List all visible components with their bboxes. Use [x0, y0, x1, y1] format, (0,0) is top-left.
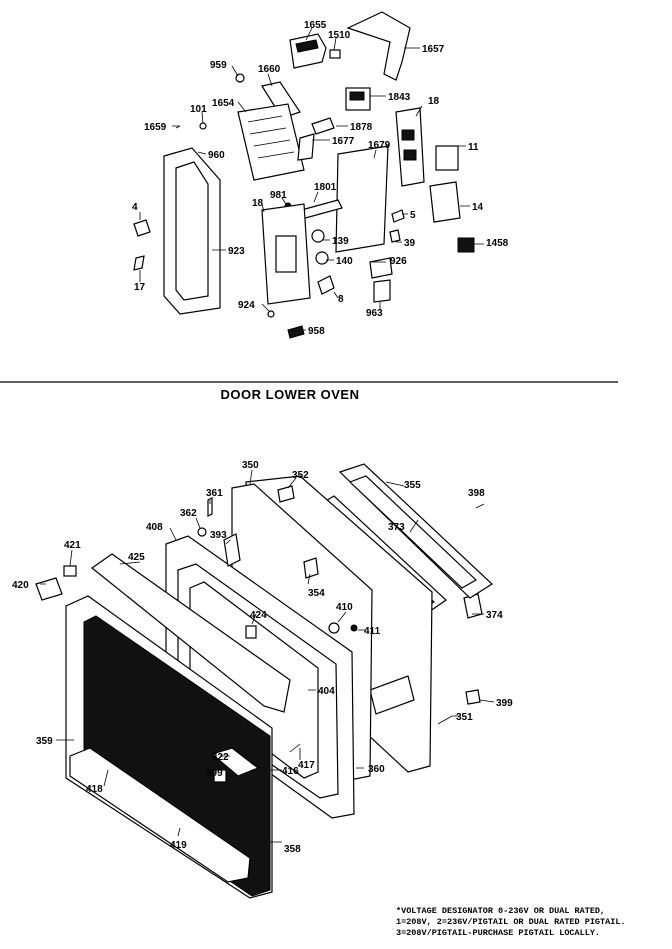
callout-352: 352	[292, 470, 309, 481]
callout-17: 17	[134, 282, 146, 293]
callout-4: 4	[132, 202, 138, 213]
callout-101: 101	[190, 104, 207, 115]
callout-360: 360	[368, 764, 385, 775]
footnote-line-1: *VOLTAGE DESIGNATOR 0-236V OR DUAL RATED…	[396, 906, 606, 916]
callout-5: 5	[410, 210, 416, 221]
callout-1677: 1677	[332, 136, 355, 147]
upper-callouts: 1655 1510 1657 959 1660 1843 18 101 1654…	[132, 20, 509, 337]
callout-404: 404	[318, 686, 335, 697]
callout-410: 410	[336, 602, 353, 613]
callout-411: 411	[364, 626, 381, 637]
callout-18: 18	[428, 96, 440, 107]
callout-420: 420	[12, 580, 29, 591]
callout-362: 362	[180, 508, 197, 519]
callout-963: 963	[366, 308, 383, 319]
callout-419: 419	[170, 840, 187, 851]
callout-1801: 1801	[314, 182, 337, 193]
callout-393: 393	[210, 530, 227, 541]
upper-control-assembly	[133, 11, 475, 339]
callout-355: 355	[404, 480, 421, 491]
callout-424: 424	[250, 610, 267, 621]
callout-926: 926	[390, 256, 407, 267]
callout-425: 425	[128, 552, 145, 563]
callout-139: 139	[332, 236, 349, 247]
callout-18-b: 18	[252, 198, 264, 209]
callout-374: 374	[486, 610, 503, 621]
callout-1660: 1660	[258, 64, 281, 75]
upper-leader-lines	[139, 27, 484, 331]
callout-408: 408	[146, 522, 163, 533]
section-title: DOOR LOWER OVEN	[220, 387, 360, 402]
callout-354: 354	[308, 588, 325, 599]
callout-924: 924	[238, 300, 255, 311]
callout-421: 421	[64, 540, 81, 551]
lower-leader-lines	[40, 469, 495, 843]
voltage-footnote: *VOLTAGE DESIGNATOR 0-236V OR DUAL RATED…	[396, 906, 668, 939]
callout-373: 373	[388, 522, 405, 533]
callout-1654: 1654	[212, 98, 235, 109]
lower-callouts: 350 352 355 398 361 362 393 408 373 421 …	[12, 460, 513, 855]
callout-1679: 1679	[368, 140, 391, 151]
callout-1657: 1657	[422, 44, 445, 55]
callout-1458: 1458	[486, 238, 509, 249]
callout-399: 399	[496, 698, 513, 709]
lower-door-assembly	[35, 463, 493, 899]
callout-1510: 1510	[328, 30, 351, 41]
callout-11: 11	[468, 142, 479, 153]
callout-422: 422	[212, 752, 229, 763]
callout-416: 416	[282, 766, 299, 777]
callout-958: 958	[308, 326, 325, 337]
callout-351: 351	[456, 712, 473, 723]
callout-350: 350	[242, 460, 259, 471]
callout-923: 923	[228, 246, 245, 257]
callout-981: 981	[270, 190, 287, 201]
callout-399-b: 399	[206, 768, 223, 779]
callout-39: 39	[404, 238, 416, 249]
callout-140: 140	[336, 256, 353, 267]
callout-398: 398	[468, 488, 485, 499]
callout-418: 418	[86, 784, 103, 795]
footnote-line-2: 1=208V, 2=236V/PIGTAIL OR DUAL RATED PIG…	[396, 917, 626, 927]
callout-1655: 1655	[304, 20, 327, 31]
callout-1659: 1659	[144, 122, 167, 133]
callout-960: 960	[208, 150, 225, 161]
callout-358: 358	[284, 844, 301, 855]
callout-959: 959	[210, 60, 227, 71]
callout-1878: 1878	[350, 122, 373, 133]
callout-359: 359	[36, 736, 53, 747]
callout-361: 361	[206, 488, 223, 499]
callout-1843: 1843	[388, 92, 411, 103]
callout-14: 14	[472, 202, 484, 213]
footnote-line-3: 3=208V/PIGTAIL-PURCHASE PIGTAIL LOCALLY.	[396, 928, 601, 938]
callout-417: 417	[298, 760, 315, 771]
callout-8: 8	[338, 294, 344, 305]
